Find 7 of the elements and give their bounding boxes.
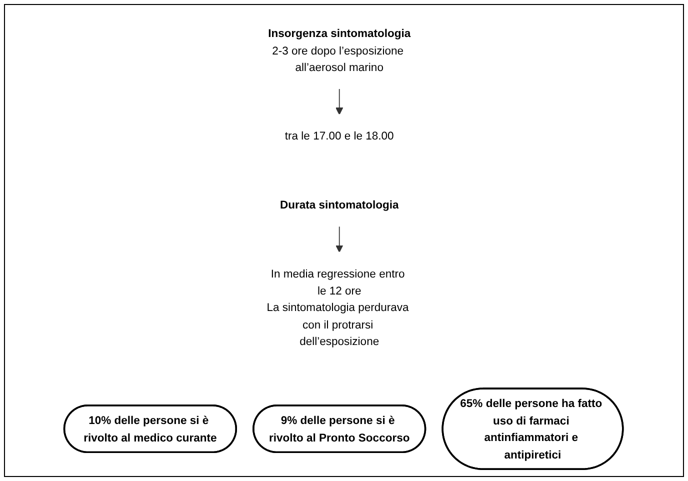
- frame: Insorgenza sintomatologia 2-3 ore dopo l’esposizione all’aerosol marino tra le 17.00 e le 18.00 Durata sintomatologia In media regressione entro le 12 ore La sintomatologia perdurava con il protrarsi dell’esposizione 10% delle persone si è rivolto al medico curante 9% delle persone si è rivolto al Pronto Soccorso 65% delle persone ha fatto uso di farmaci antinfiammatori e antipiretici: [4, 4, 684, 477]
- node-text: Insorgenza sintomatologia 2-3 ore dopo l’esposizione all’aerosol marino: [268, 26, 412, 74]
- node-text: In media regressione entro le 12 ore La sintomatologia perdurava con il protrarsi dell’esposizione: [267, 266, 410, 348]
- node-text: tra le 17.00 e le 18.00: [285, 129, 394, 142]
- node-text: Durata sintomatologia: [280, 198, 400, 212]
- arrow: [336, 88, 344, 115]
- arrow: [336, 226, 344, 253]
